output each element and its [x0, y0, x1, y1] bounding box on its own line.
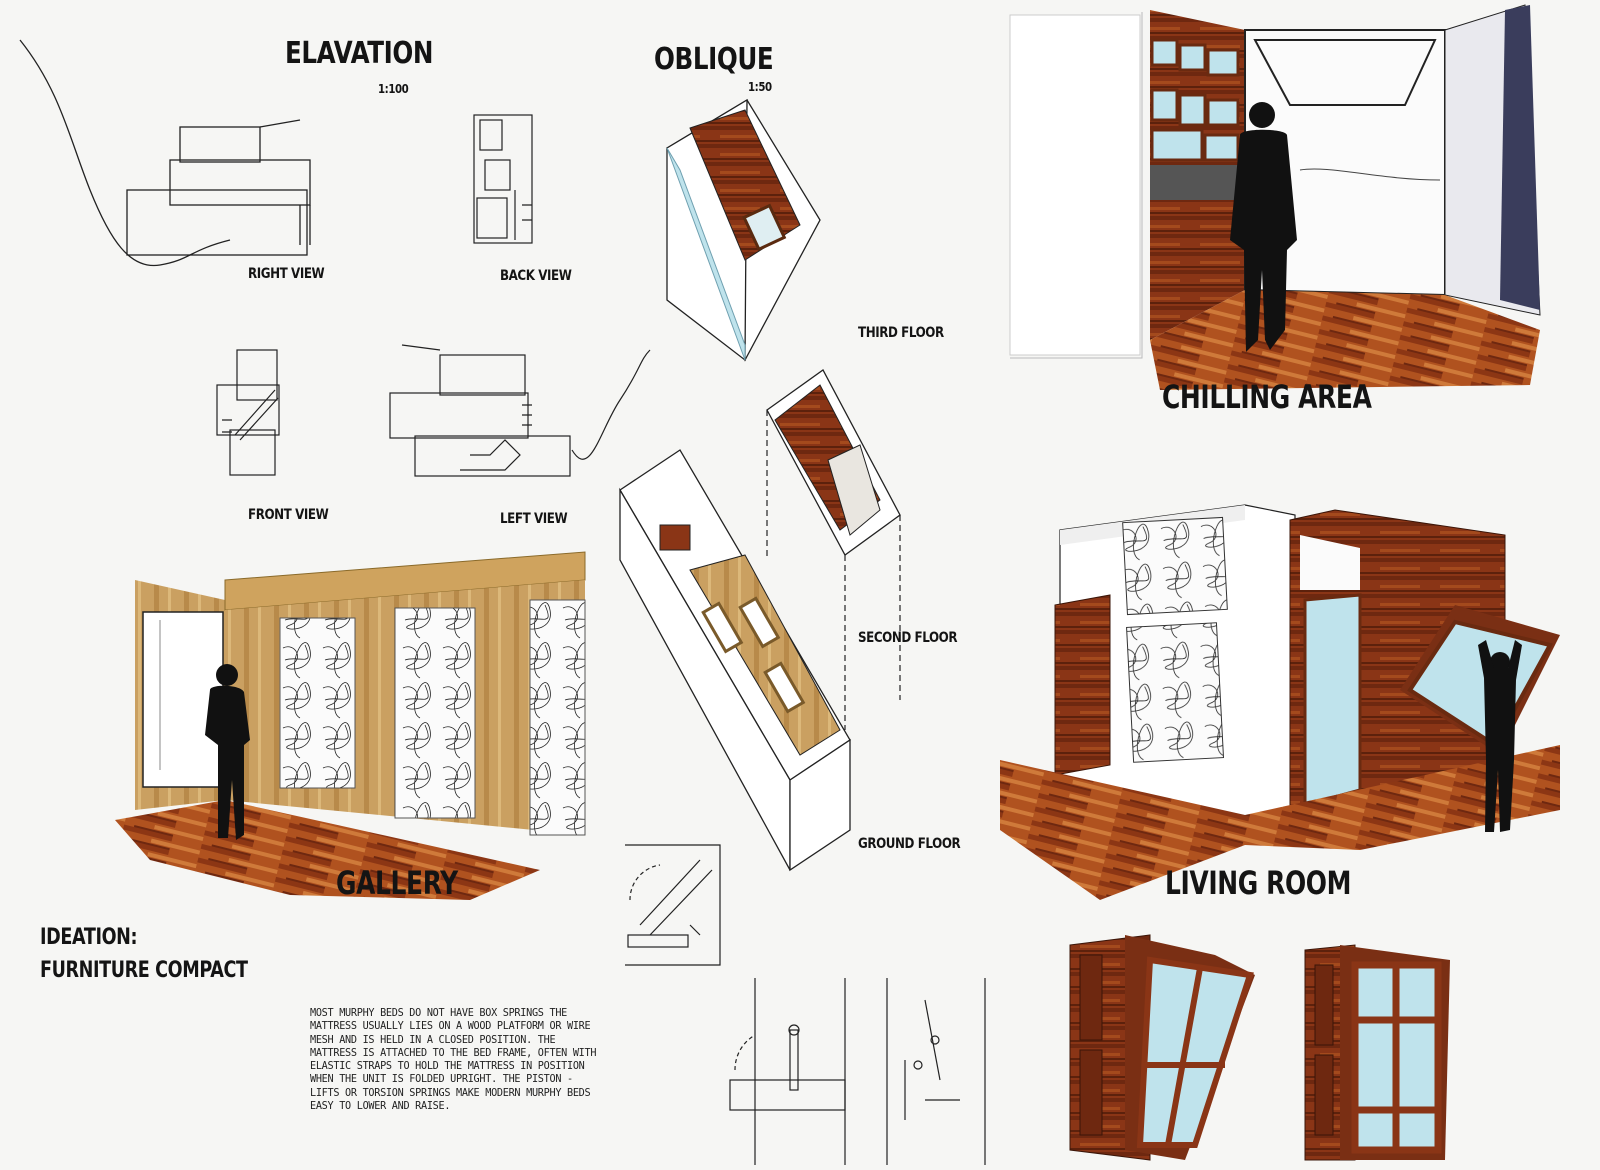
- gallery-silhouette: [205, 664, 250, 840]
- second-floor-label: SECOND FLOOR: [858, 630, 958, 646]
- right-view-label: RIGHT VIEW: [248, 266, 325, 282]
- ground-floor-label: GROUND FLOOR: [858, 836, 961, 852]
- oblique-scale: 1:50: [748, 80, 772, 94]
- living-room-label: LIVING ROOM: [1165, 864, 1352, 902]
- murphy-bed-closed: [1304, 944, 1450, 1161]
- elevation-scale: 1:100: [378, 82, 409, 96]
- murphy-bed-open: [1069, 934, 1255, 1161]
- elevation-front-view: [216, 349, 280, 476]
- murphy-bed-note: Most Murphy beds do not have box springs…: [310, 1007, 597, 1113]
- third-floor-label: THIRD FLOOR: [858, 325, 944, 341]
- left-view-label: LEFT VIEW: [500, 511, 568, 527]
- oblique-second-floor: [766, 369, 901, 730]
- elevation-right-view: [19, 39, 311, 267]
- oblique-ground-floor: [619, 449, 851, 872]
- chilling-silhouette: [1230, 102, 1297, 352]
- front-view-label: FRONT VIEW: [248, 507, 329, 523]
- elevation-left-view: [389, 344, 651, 477]
- elevation-title: ELAVATION: [285, 36, 434, 71]
- gallery-label: GALLERY: [336, 864, 458, 902]
- back-view-label: BACK VIEW: [500, 268, 572, 284]
- oblique-third-floor: [666, 98, 821, 362]
- mechanism-detail-top: [625, 844, 721, 966]
- oblique-title: OBLIQUE: [654, 42, 774, 77]
- chilling-area-sketch: [1009, 4, 1541, 390]
- chilling-area-label: CHILLING AREA: [1162, 378, 1372, 416]
- ideation-heading: IDEATION:: [40, 925, 138, 950]
- living-room-sketch: [1000, 504, 1560, 900]
- living-silhouette: [1478, 640, 1522, 832]
- ideation-subheading: FURNITURE COMPACT: [40, 958, 248, 983]
- gallery-sketch: [115, 551, 586, 900]
- mechanism-detail-bottom: [729, 978, 986, 1165]
- elevation-back-view: [473, 114, 533, 244]
